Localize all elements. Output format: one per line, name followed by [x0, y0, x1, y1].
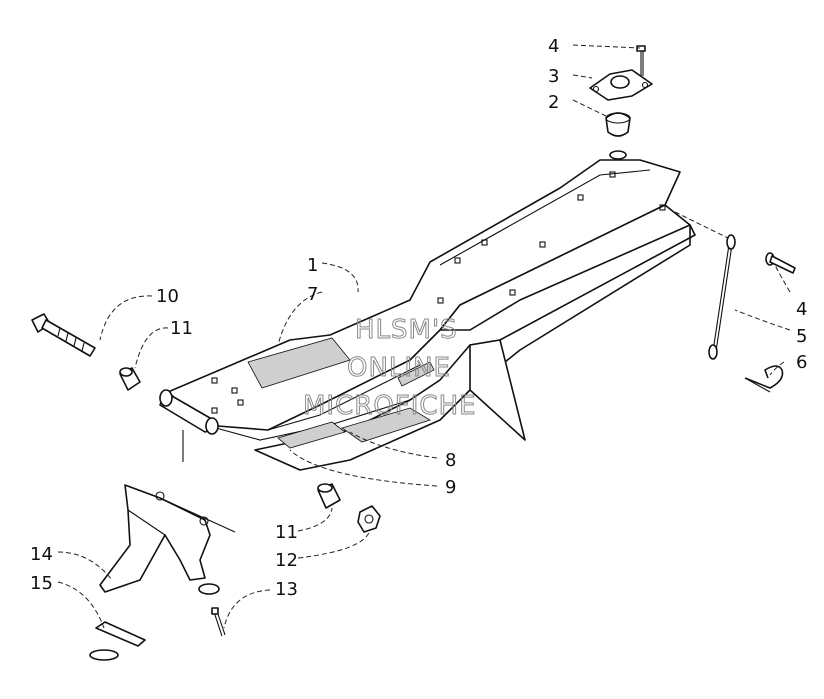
callout-12: 12: [275, 550, 298, 571]
callout-labels: 4 3 2 1 7 10 11 4 5 6 8 9 11 12 13 14 15: [30, 36, 807, 600]
part-15-plate: [89, 621, 146, 661]
callout-11-upper: 11: [170, 318, 193, 339]
callout-2: 2: [548, 92, 559, 113]
callout-14: 14: [30, 544, 53, 565]
part-9-decal: [277, 421, 346, 449]
watermark-line-2: ONLINE: [347, 353, 451, 383]
mount-holes: [211, 171, 666, 414]
part-6-hitch-pin: [744, 365, 784, 393]
part-2-bushing: [605, 112, 631, 160]
callout-6: 6: [796, 352, 807, 373]
watermark-line-1: HLSM'S: [355, 315, 458, 345]
callout-9: 9: [445, 477, 456, 498]
part-3-bracket: [589, 69, 653, 101]
part-11-spacer-upper: [119, 367, 141, 391]
callout-1: 1: [307, 255, 318, 276]
watermark: HLSM'S ONLINE MICROFICHE: [303, 315, 477, 422]
part-7-decal: [247, 337, 351, 389]
callout-4-top: 4: [548, 36, 559, 57]
watermark-line-3: MICROFICHE: [303, 391, 477, 421]
part-10-bolt: [31, 313, 96, 357]
callout-4-right: 4: [796, 299, 807, 320]
callout-5: 5: [796, 326, 807, 347]
part-12-nut: [357, 505, 381, 533]
part-13-pin: [198, 583, 226, 637]
callout-15: 15: [30, 573, 53, 594]
part-14-bracket: [99, 484, 236, 593]
part-4-rivet-right: [765, 252, 796, 274]
callout-3: 3: [548, 66, 559, 87]
callout-10: 10: [156, 286, 179, 307]
callout-8: 8: [445, 450, 456, 471]
callout-11-lower: 11: [275, 522, 298, 543]
part-8-decal: [341, 407, 431, 443]
part-5-cable: [674, 211, 736, 360]
callout-7: 7: [307, 284, 318, 305]
part-4-rivet-top: [636, 45, 646, 76]
callout-13: 13: [275, 579, 298, 600]
part-11-spacer-lower: [317, 483, 341, 509]
leader-lines: [57, 44, 791, 629]
part-1-skid-frame: [159, 159, 696, 471]
